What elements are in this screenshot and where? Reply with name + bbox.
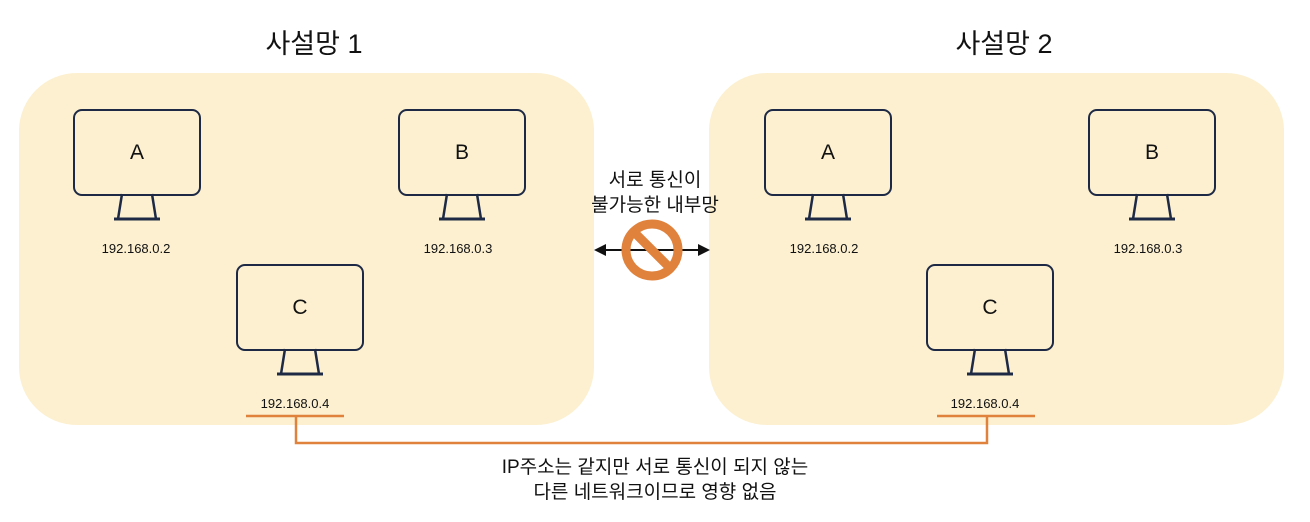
bottom-note-line-1: IP주소는 같지만 서로 통신이 되지 않는	[501, 457, 809, 478]
network-2-pc-b: B	[1088, 109, 1216, 229]
middle-note-line-2: 불가능한 내부망	[591, 195, 719, 216]
monitor-icon: C	[236, 264, 364, 351]
network-1-pc-b-ip: 192.168.0.3	[423, 241, 493, 256]
network-1-pc-a-ip: 192.168.0.2	[101, 241, 171, 256]
bottom-note: IP주소는 같지만 서로 통신이 되지 않는 다른 네트워크이므로 영향 없음	[400, 455, 910, 505]
network-2-pc-c-ip: 192.168.0.4	[950, 396, 1020, 411]
monitor-stand-icon	[1129, 193, 1175, 221]
network-1-pc-c-ip: 192.168.0.4	[260, 396, 330, 411]
network-1-pc-b: B	[398, 109, 526, 229]
monitor-stand-icon	[805, 193, 851, 221]
network-2-title: 사설망 2	[955, 29, 1053, 59]
monitor-stand-icon	[277, 348, 323, 376]
pc-label: B	[454, 140, 469, 164]
network-1-pc-a: A	[73, 109, 201, 229]
network-2-pc-a-ip: 192.168.0.2	[789, 241, 859, 256]
monitor-icon: B	[398, 109, 526, 196]
same-ip-connector	[246, 414, 1035, 445]
monitor-icon: A	[73, 109, 201, 196]
network-1-pc-c: C	[236, 264, 364, 384]
prohibited-icon	[621, 219, 683, 281]
pc-label: C	[292, 295, 308, 319]
network-2-pc-a: A	[764, 109, 892, 229]
monitor-icon: A	[764, 109, 892, 196]
monitor-stand-icon	[114, 193, 160, 221]
pc-label: C	[982, 295, 998, 319]
bottom-note-line-2: 다른 네트워크이므로 영향 없음	[533, 482, 777, 503]
pc-label: A	[820, 140, 835, 164]
monitor-stand-icon	[439, 193, 485, 221]
monitor-icon: B	[1088, 109, 1216, 196]
pc-label: A	[129, 140, 144, 164]
monitor-stand-icon	[967, 348, 1013, 376]
network-1-title: 사설망 1	[265, 29, 363, 59]
network-2-pc-c: C	[926, 264, 1054, 384]
pc-label: B	[1144, 140, 1159, 164]
network-2-pc-b-ip: 192.168.0.3	[1113, 241, 1183, 256]
monitor-icon: C	[926, 264, 1054, 351]
middle-note-line-1: 서로 통신이	[608, 170, 702, 191]
